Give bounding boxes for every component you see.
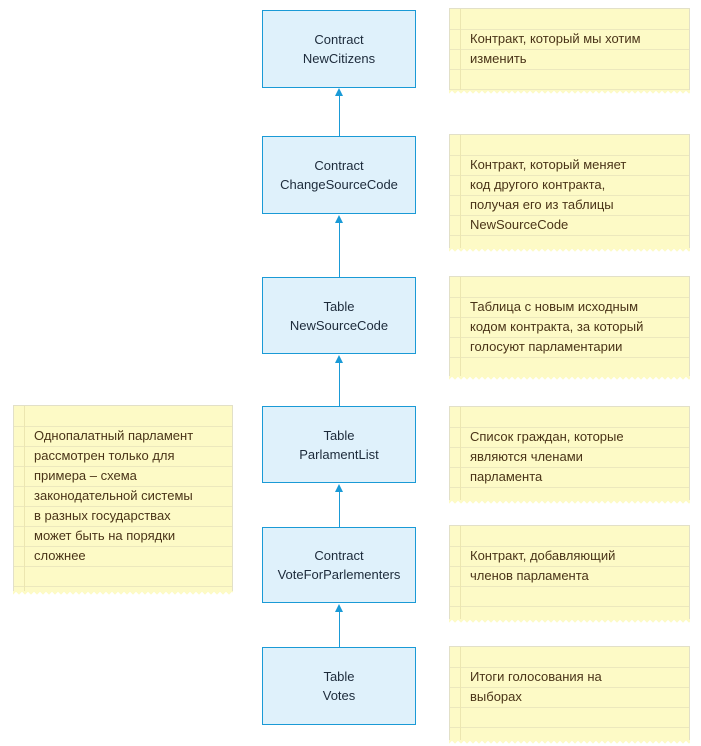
connector-changesourcecode-to-newcitizens [339, 95, 340, 136]
side-note-parliament: Однопалатный парламент рассмотрен только… [13, 405, 233, 597]
arrowhead-icon [335, 355, 343, 363]
note-text: Однопалатный парламент рассмотрен только… [34, 428, 194, 563]
note-changesourcecode: Контракт, который меняет код другого кон… [449, 134, 690, 254]
node-kind: Table [323, 669, 355, 684]
note-parlamentlist: Список граждан, которые являются членами… [449, 406, 690, 506]
node-name: NewCitizens [302, 51, 376, 66]
note-newcitizens: Контракт, который мы хотим изменить [449, 8, 690, 96]
node-kind: Table [323, 427, 355, 443]
note-newsourcecode: Таблица с новым исходным кодом контракта… [449, 276, 690, 382]
node-name: ChangeSourceCode [280, 177, 398, 192]
node-name: VoteForParlementers [277, 567, 401, 582]
node-kind: Contract [314, 158, 364, 173]
arrowhead-icon [335, 604, 343, 612]
node-name: Votes [322, 688, 356, 703]
connector-parlamentlist-to-newsourcecode [339, 362, 340, 406]
note-text: Контракт, добавляющий членов парламента [470, 548, 616, 583]
connector-newsourcecode-to-changesourcecode [339, 222, 340, 277]
note-text: Контракт, который меняет код другого кон… [470, 157, 627, 232]
node-name: ParlamentList [299, 446, 379, 462]
note-text: Итоги голосования на выборах [470, 669, 602, 704]
arrowhead-icon [335, 484, 343, 492]
note-text: Список граждан, которые являются членами… [470, 429, 624, 484]
note-voteforparlementers: Контракт, добавляющий членов парламента [449, 525, 690, 625]
connector-votes-to-vote [339, 611, 340, 647]
connector-vote-to-parlamentlist [339, 491, 340, 527]
arrowhead-icon [335, 215, 343, 223]
node-kind: Contract [314, 32, 364, 47]
note-text: Таблица с новым исходным кодом контракта… [470, 299, 644, 354]
note-votes: Итоги голосования на выборах [449, 646, 690, 746]
arrowhead-icon [335, 88, 343, 96]
node-kind: Table [323, 298, 355, 314]
node-kind: Contract [314, 548, 364, 563]
node-name: NewSourceCode [289, 317, 389, 333]
note-text: Контракт, который мы хотим изменить [470, 31, 641, 66]
